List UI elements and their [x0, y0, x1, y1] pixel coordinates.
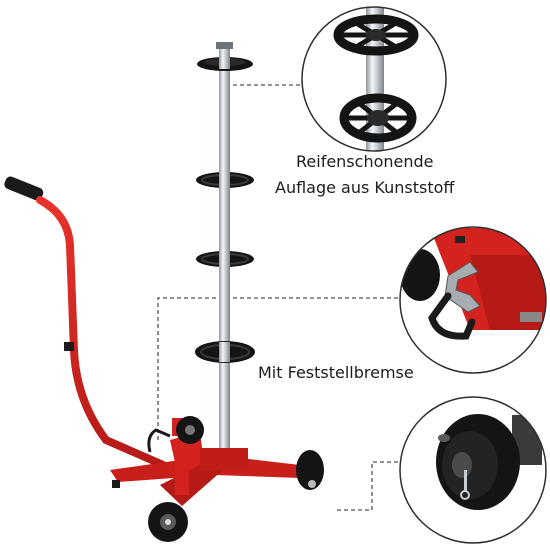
- support-disc-2: [196, 172, 254, 188]
- rear-small-wheel: [176, 416, 204, 444]
- feature-caption-2: Mit Feststellbremse: [258, 363, 414, 382]
- brake-hook: [147, 428, 171, 453]
- tire-rack-trolley: [4, 42, 324, 542]
- callout-wheel-detail: [399, 396, 547, 544]
- support-disc-3: [196, 251, 254, 267]
- callout-brake-detail: [399, 226, 547, 374]
- support-disc-4: [195, 341, 255, 363]
- red-base-frame: [110, 418, 300, 506]
- front-right-wheel: [296, 450, 324, 490]
- push-handle: [4, 176, 174, 472]
- feature-caption-1-line-2: Auflage aus Kunststoff: [275, 178, 455, 197]
- dashed-leader-lines: [157, 84, 402, 511]
- callout-disc-detail: [301, 6, 447, 152]
- front-left-wheel: [148, 502, 188, 542]
- support-disc-1: [197, 55, 253, 71]
- feature-caption-1-line-1: Reifenschonende: [296, 152, 434, 171]
